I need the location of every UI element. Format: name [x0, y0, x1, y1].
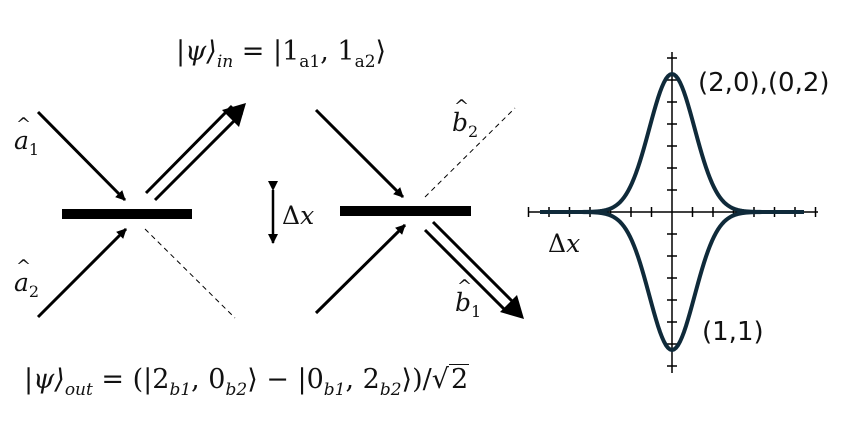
input-beam-right-upper — [314, 108, 405, 199]
output-state-equation: |ψ⟩out = (|2b1, 0b2⟩ − |0b1, 2b2⟩)/√2 — [24, 364, 470, 400]
left-beam-splitter-group — [36, 103, 246, 319]
empty-port-dashed-left — [144, 228, 236, 319]
plot-axis-label: Δx — [548, 229, 581, 258]
operator-b1: b1 — [455, 278, 481, 320]
probability-plot — [527, 52, 818, 373]
plot-label-bottom: (1,1) — [702, 317, 764, 347]
output-beam-upper-2 — [153, 111, 244, 202]
operator-a2: a2 — [14, 258, 39, 300]
plot-ticks — [527, 57, 817, 367]
plot-label-top: (2,0),(0,2) — [698, 68, 830, 98]
operator-b2: b2 — [452, 98, 478, 140]
right-beam-splitter-group — [314, 107, 524, 319]
output-beam-upper-1 — [144, 104, 234, 195]
input-state-equation: |ψ⟩in = |1a1, 1a2⟩ — [176, 36, 387, 72]
output-beam-lower-2 — [431, 220, 518, 307]
input-beam-a1 — [36, 110, 127, 202]
left-beam-splitter — [62, 209, 192, 219]
output-beam-lower-1 — [423, 228, 510, 315]
empty-port-dashed-right — [424, 107, 516, 198]
displacement-label: Δx — [282, 201, 315, 230]
input-beam-a2 — [36, 227, 128, 319]
operator-a1: a1 — [14, 116, 39, 158]
output-arrowhead-lower — [500, 295, 524, 319]
input-beam-right-lower — [314, 223, 407, 315]
right-beam-splitter — [340, 206, 471, 216]
output-arrowhead-upper — [222, 103, 246, 127]
curve-coincidence — [540, 210, 804, 353]
